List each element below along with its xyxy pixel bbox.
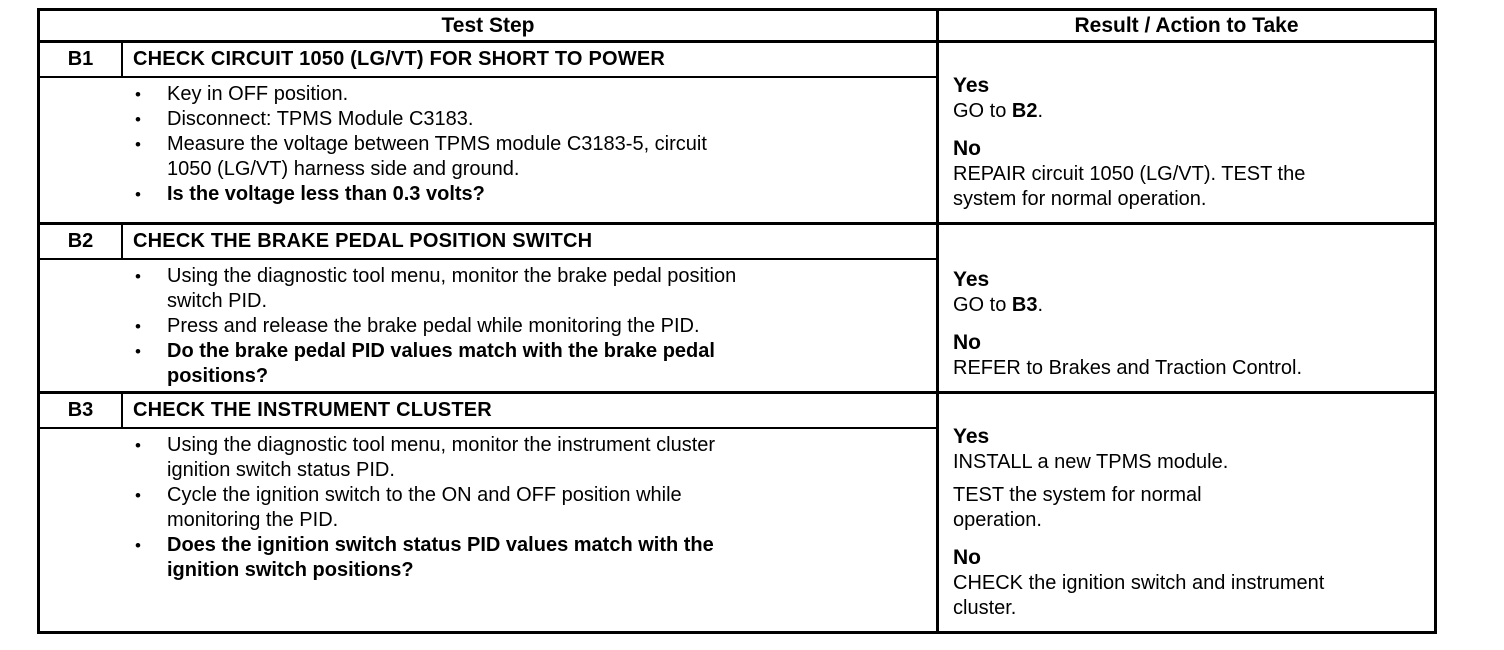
bullet-icon: •: [135, 436, 141, 455]
step-question-text: Do the brake pedal PID values match with…: [167, 340, 715, 387]
no-label: No: [953, 546, 981, 569]
go-suffix: .: [1037, 294, 1044, 316]
no-label: No: [953, 331, 981, 354]
step-list-b3: • Using the diagnostic tool menu, monito…: [135, 433, 928, 583]
go-suffix: .: [1037, 100, 1044, 122]
table-header-row: Test Step Result / Action to Take: [40, 11, 1434, 43]
yes-label: Yes: [953, 268, 990, 291]
step-text: Disconnect: TPMS Module C3183.: [167, 108, 474, 130]
yes-action-install: INSTALL a new TPMS module.: [953, 451, 1229, 473]
bullet-icon: •: [135, 85, 141, 104]
yes-action-test: TEST the system for normal operation.: [953, 484, 1202, 531]
step-text: Key in OFF position.: [167, 83, 349, 105]
list-item: • Using the diagnostic tool menu, monito…: [135, 264, 928, 314]
list-item: • Using the diagnostic tool menu, monito…: [135, 433, 928, 483]
go-target-step: B3: [1011, 294, 1038, 316]
list-item: • Press and release the brake pedal whil…: [135, 314, 928, 339]
go-prefix: GO to: [953, 294, 1012, 316]
test-step-block-b2: B2 CHECK THE BRAKE PEDAL POSITION SWITCH…: [40, 225, 1434, 394]
step-body-b1: • Key in OFF position. • Disconnect: TPM…: [40, 78, 936, 222]
bullet-icon: •: [135, 342, 141, 361]
step-title-b1: CHECK CIRCUIT 1050 (LG/VT) FOR SHORT TO …: [123, 43, 936, 78]
list-item: • Cycle the ignition switch to the ON an…: [135, 483, 928, 533]
go-target-step: B2: [1011, 100, 1038, 122]
bullet-icon: •: [135, 486, 141, 505]
step-id-b1: B1: [40, 43, 123, 78]
bullet-icon: •: [135, 185, 141, 204]
result-cell-b1: Yes GO to B2. No REPAIR circuit 1050 (LG…: [936, 43, 1434, 222]
no-action: REFER to Brakes and Traction Control.: [953, 357, 1303, 379]
step-question-text: Is the voltage less than 0.3 volts?: [167, 183, 485, 205]
result-cell-b2: Yes GO to B3. No REFER to Brakes and Tra…: [936, 225, 1434, 391]
step-body-b2: • Using the diagnostic tool menu, monito…: [40, 260, 936, 391]
step-id-b2: B2: [40, 225, 123, 260]
bullet-icon: •: [135, 267, 141, 286]
header-cell-result-action: Result / Action to Take: [936, 11, 1434, 40]
header-cell-test-step: Test Step: [441, 13, 535, 37]
bullet-icon: •: [135, 110, 141, 129]
step-text: Using the diagnostic tool menu, monitor …: [167, 265, 737, 312]
step-title-b3: CHECK THE INSTRUMENT CLUSTER: [123, 394, 936, 429]
step-text: Cycle the ignition switch to the ON and …: [167, 484, 682, 531]
step-body-b3: • Using the diagnostic tool menu, monito…: [40, 429, 936, 631]
list-item-question: • Do the brake pedal PID values match wi…: [135, 339, 928, 389]
no-action: REPAIR circuit 1050 (LG/VT). TEST the sy…: [953, 163, 1306, 210]
bullet-icon: •: [135, 135, 141, 154]
test-step-block-b1: B1 CHECK CIRCUIT 1050 (LG/VT) FOR SHORT …: [40, 43, 1434, 225]
test-step-block-b3: B3 CHECK THE INSTRUMENT CLUSTER • Using …: [40, 394, 1434, 631]
step-title-b2: CHECK THE BRAKE PEDAL POSITION SWITCH: [123, 225, 936, 260]
list-item: • Key in OFF position.: [135, 82, 928, 107]
result-cell-b3: Yes INSTALL a new TPMS module. TEST the …: [936, 394, 1434, 631]
yes-action: GO to B2.: [953, 99, 1426, 124]
list-item: • Measure the voltage between TPMS modul…: [135, 132, 928, 182]
step-text: Using the diagnostic tool menu, monitor …: [167, 434, 716, 481]
list-item-question: • Does the ignition switch status PID va…: [135, 533, 928, 583]
no-action: CHECK the ignition switch and instrument…: [953, 572, 1325, 619]
step-id-b3: B3: [40, 394, 123, 429]
step-list-b1: • Key in OFF position. • Disconnect: TPM…: [135, 82, 928, 207]
yes-label: Yes: [953, 425, 990, 448]
go-prefix: GO to: [953, 100, 1012, 122]
no-label: No: [953, 137, 981, 160]
pinpoint-test-table: Test Step Result / Action to Take B1 CHE…: [37, 8, 1437, 634]
list-item-question: • Is the voltage less than 0.3 volts?: [135, 182, 928, 207]
yes-action: GO to B3.: [953, 293, 1426, 318]
bullet-icon: •: [135, 317, 141, 336]
list-item: • Disconnect: TPMS Module C3183.: [135, 107, 928, 132]
step-text: Measure the voltage between TPMS module …: [167, 133, 707, 180]
step-text: Press and release the brake pedal while …: [167, 315, 700, 337]
bullet-icon: •: [135, 536, 141, 555]
step-list-b2: • Using the diagnostic tool menu, monito…: [135, 264, 928, 389]
step-question-text: Does the ignition switch status PID valu…: [167, 534, 714, 581]
yes-label: Yes: [953, 74, 990, 97]
